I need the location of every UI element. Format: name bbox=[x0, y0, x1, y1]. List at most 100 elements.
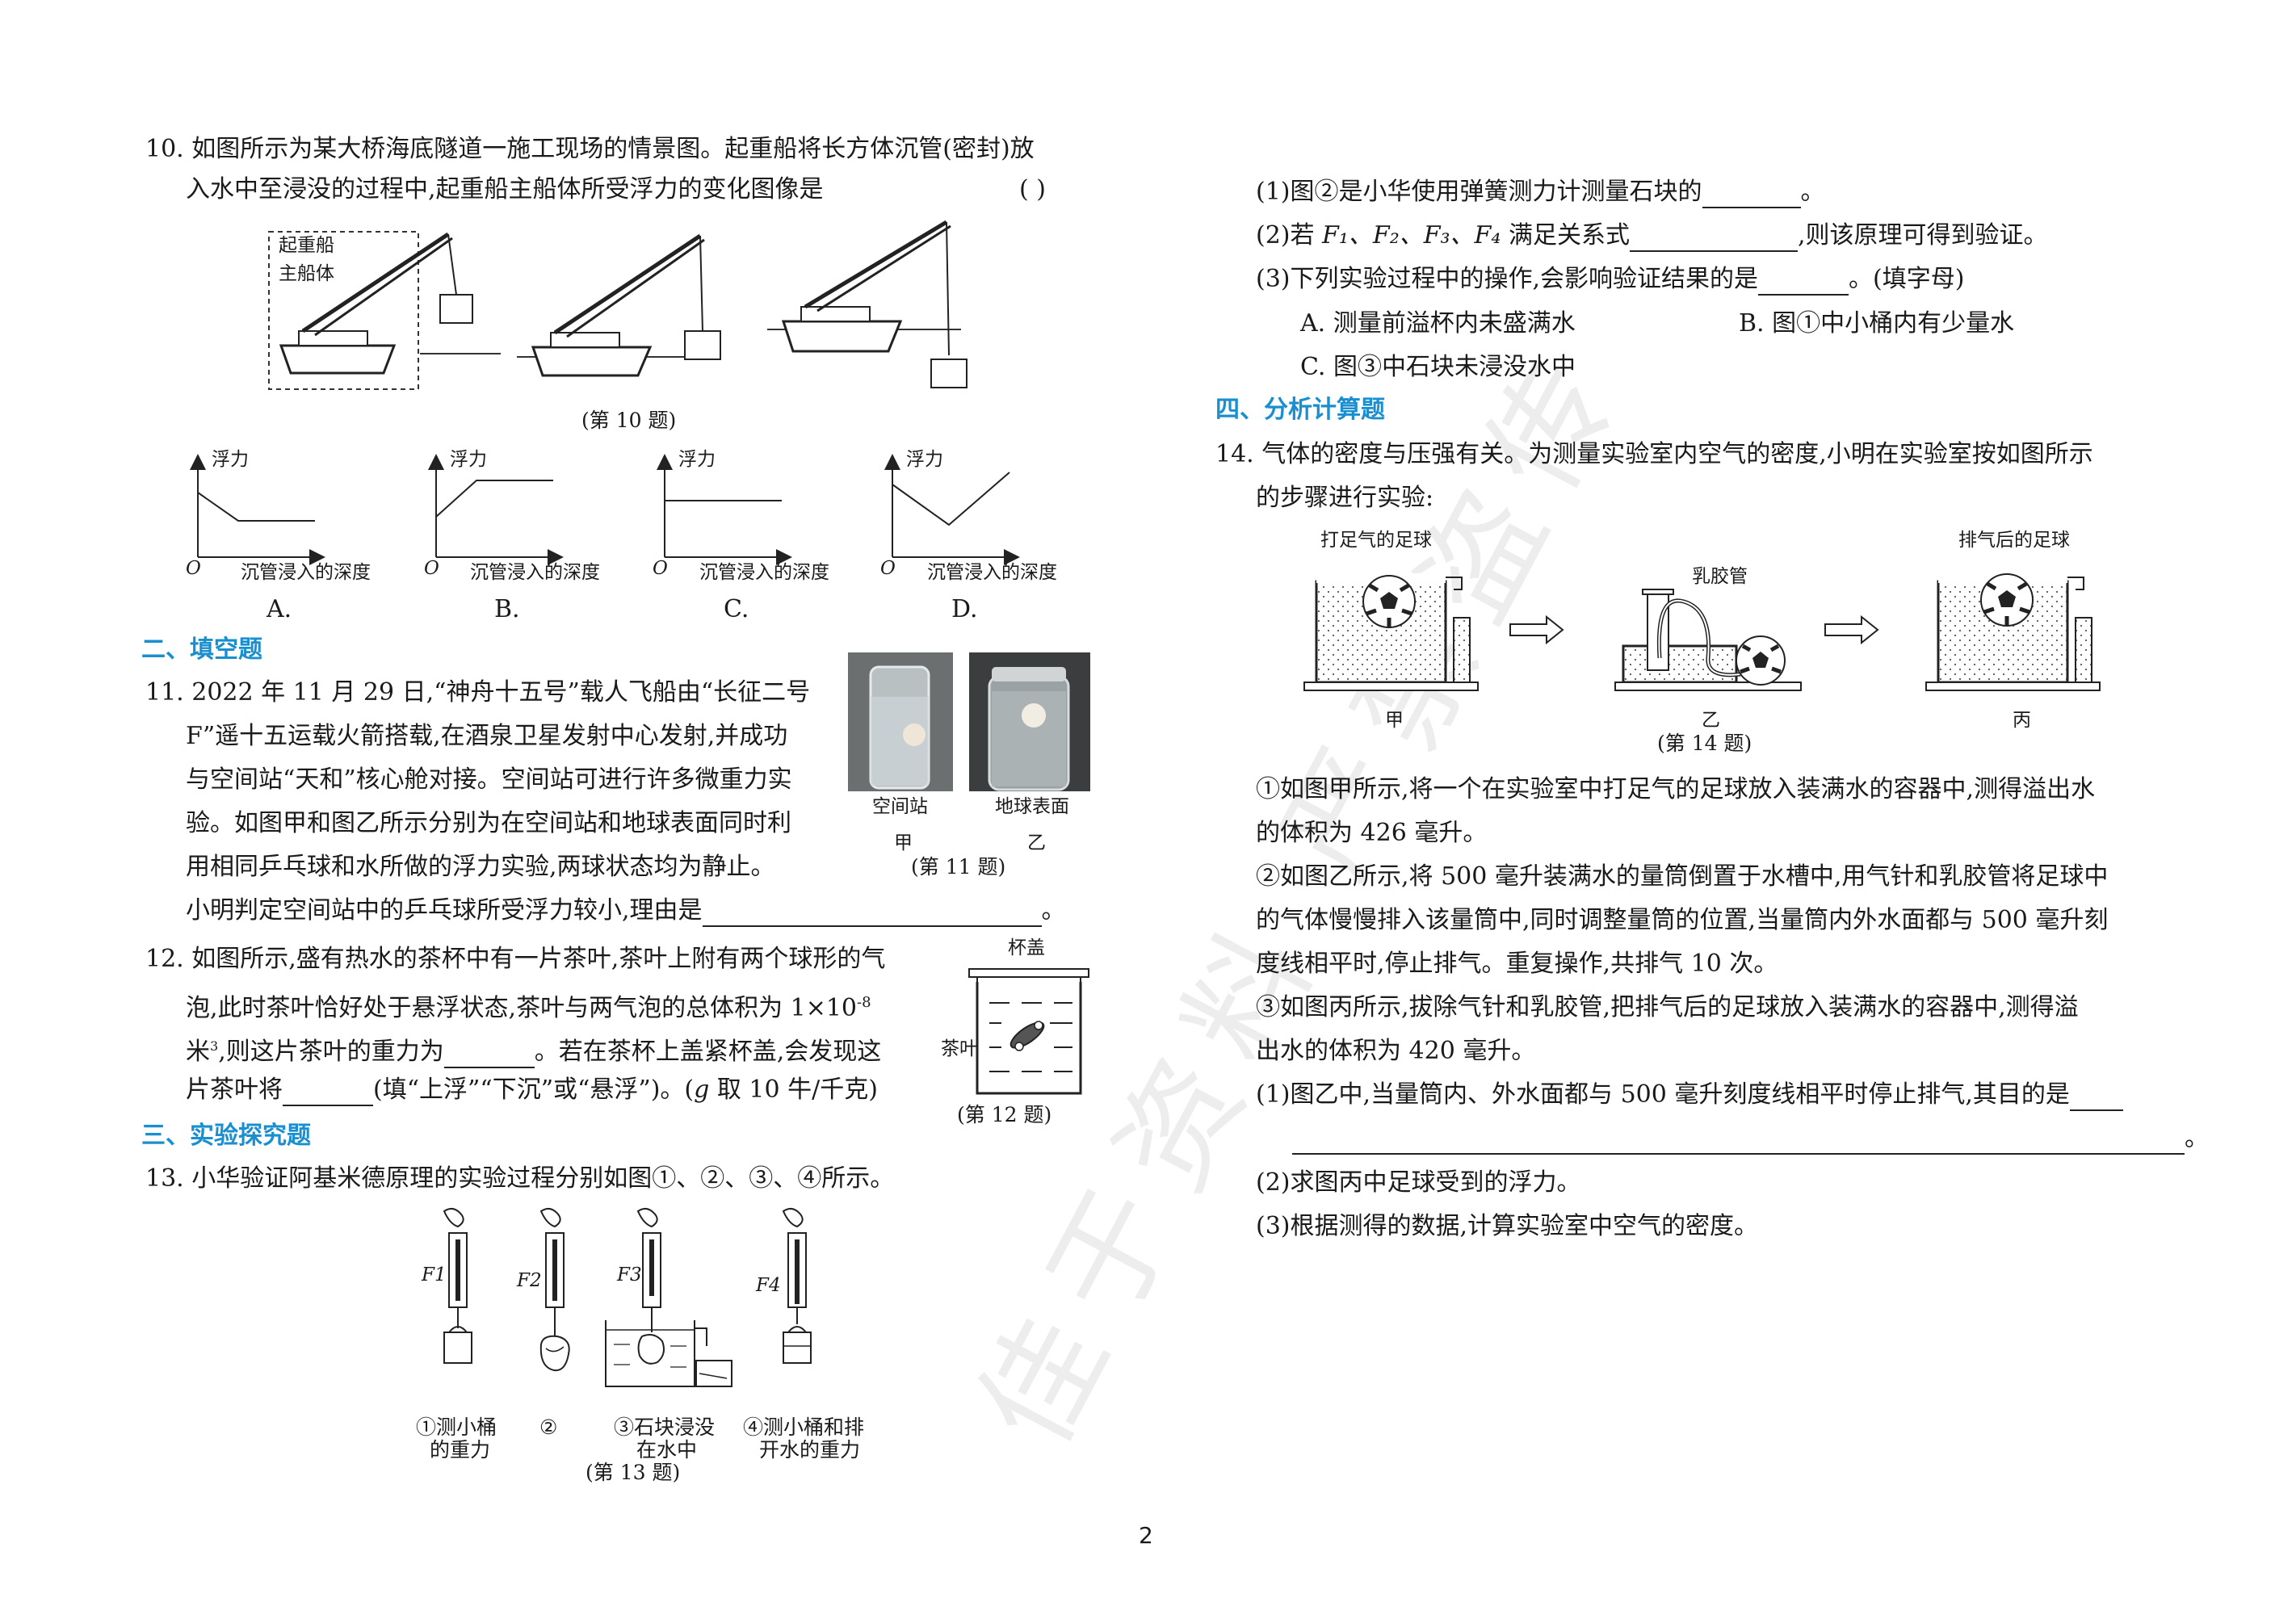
q12-line4-text: 片茶叶将 bbox=[186, 1076, 283, 1104]
step4-line1: ④测小桶和排 bbox=[743, 1415, 865, 1439]
q12-line4: 片茶叶将 (填“上浮”“下沉”或“悬浮”)。(g 取 10 牛/千克) bbox=[186, 1074, 878, 1106]
q13-sub1-end: 。 bbox=[1800, 178, 1825, 206]
step-bing bbox=[1925, 573, 2101, 691]
q13-option-c[interactable]: C. 图③中石块未浸没水中 bbox=[1300, 353, 1576, 381]
q14-sub1-continue: 。 bbox=[1292, 1122, 2209, 1155]
q14-sub1-blank-start[interactable] bbox=[2069, 1085, 2123, 1111]
q12-line4-rest: 取 10 牛/千克) bbox=[709, 1076, 878, 1104]
q13-line1: 13. 小华验证阿基米德原理的实验过程分别如图①、②、③、④所示。 bbox=[145, 1164, 895, 1193]
q14-line2: 的步骤进行实验: bbox=[1256, 484, 1434, 512]
graph-b bbox=[428, 454, 564, 565]
left-column: 10. 如图所示为某大桥海底隧道一施工现场的情景图。起重船将长方体沉管(密封)放… bbox=[141, 135, 1153, 1549]
q11-end-mark: 。 bbox=[1041, 896, 1066, 925]
spring-scale-4 bbox=[782, 1207, 812, 1364]
graph-a-origin: O bbox=[186, 558, 201, 579]
q13-sub3: (3)下列实验过程中的操作,会影响验证结果的是 。(填字母) bbox=[1256, 263, 1964, 296]
graph-c-xlabel: 沉管浸入的深度 bbox=[699, 562, 829, 583]
graph-a-ylabel: 浮力 bbox=[212, 449, 249, 470]
q13-sub1: (1)图②是小华使用弹簧测力计测量石块的 。 bbox=[1256, 176, 1825, 208]
graph-b-xlabel: 沉管浸入的深度 bbox=[470, 562, 600, 583]
graph-b-ylabel: 浮力 bbox=[450, 449, 487, 470]
option-c-label[interactable]: C. bbox=[724, 595, 749, 623]
f2-label: F2 bbox=[517, 1270, 542, 1291]
crane-panel-1 bbox=[279, 232, 501, 375]
q13-sub3-blank[interactable] bbox=[1758, 270, 1849, 296]
spring-scale-3 bbox=[605, 1207, 732, 1387]
sub-label-yi: 乙 bbox=[1702, 710, 1720, 731]
q14-sub2: (2)求图丙中足球受到的浮力。 bbox=[1256, 1168, 1581, 1197]
q14-sub1-blank-line[interactable] bbox=[1292, 1129, 2185, 1155]
q13-sub3-text: (3)下列实验过程中的操作,会影响验证结果的是 bbox=[1256, 265, 1759, 293]
q12-line2-text: 泡,此时茶叶恰好处于悬浮状态,茶叶与两气泡的总体积为 1×10 bbox=[186, 994, 858, 1022]
q11-photos bbox=[848, 652, 1090, 791]
q14-line1: 14. 气体的密度与压强有关。为测量实验室内空气的密度,小明在实验室按如图所示 bbox=[1215, 440, 2093, 468]
graph-d bbox=[884, 454, 1020, 565]
q13-sub2-mid: 满足关系式 bbox=[1501, 221, 1630, 250]
q12-state-blank[interactable] bbox=[283, 1080, 373, 1106]
lid-label: 杯盖 bbox=[1008, 937, 1045, 958]
right-column: (1)图②是小华使用弹簧测力计测量石块的。 (2)若 F₁、F₂、F₃、F₄ 满… bbox=[1179, 0, 2296, 1623]
crane-label-top: 起重船 bbox=[279, 235, 334, 256]
q10-caption: (第 10 题) bbox=[581, 409, 677, 432]
q11-line2: F”遥十五运载火箭搭载,在酒泉卫星发射中心发射,并成功 bbox=[186, 722, 788, 750]
q12-line3-rest: 。若在茶杯上盖紧杯盖,会发现这 bbox=[534, 1038, 882, 1066]
option-b-label[interactable]: B. bbox=[494, 595, 520, 623]
q14-sub1: (1)图乙中,当量筒内、外水面都与 500 毫升刻度线相平时停止排气,其目的是 bbox=[1256, 1079, 2123, 1111]
football-experiment-figure bbox=[1303, 573, 2101, 691]
label-inflated-ball: 打足气的足球 bbox=[1320, 530, 1432, 551]
step-yi bbox=[1614, 589, 1802, 691]
q13-option-a[interactable]: A. 测量前溢杯内未盛满水 bbox=[1300, 309, 1576, 338]
step2-label: ② bbox=[539, 1415, 558, 1439]
q13-sub2-blank[interactable] bbox=[1629, 226, 1798, 252]
q13-option-b[interactable]: B. 图①中小桶内有少量水 bbox=[1739, 309, 2015, 338]
q14-sub1-text: (1)图乙中,当量筒内、外水面都与 500 毫升刻度线相平时停止排气,其目的是 bbox=[1256, 1080, 2070, 1109]
step1-line2: 的重力 bbox=[430, 1438, 491, 1462]
crane-panel-2 bbox=[517, 233, 721, 377]
q11-line5: 用相同乒乓球和水所做的浮力实验,两球状态均为静止。 bbox=[186, 853, 775, 881]
f4-label: F4 bbox=[756, 1275, 781, 1296]
graph-c bbox=[657, 454, 792, 565]
q12-line4-choices: (填“上浮”“下沉”或“悬浮”)。( bbox=[373, 1076, 695, 1104]
option-d-label[interactable]: D. bbox=[951, 595, 978, 623]
q13-caption: (第 13 题) bbox=[586, 1461, 681, 1484]
q11-line6: 小明判定空间站中的乒乓球所受浮力较小,理由是。 bbox=[186, 895, 1066, 927]
q12-gravity-blank[interactable] bbox=[443, 1042, 535, 1068]
graph-a bbox=[190, 454, 325, 565]
q11-line4: 验。如图甲和图乙所示分别为在空间站和地球表面同时利 bbox=[186, 809, 791, 837]
q12-exponent: -8 bbox=[857, 994, 871, 1011]
q14-caption: (第 14 题) bbox=[1657, 732, 1752, 755]
step3-line1: ③石块浸没 bbox=[614, 1415, 716, 1439]
q13-sub3-end: 。(填字母) bbox=[1849, 265, 1965, 293]
q12-unit-text: 米 bbox=[186, 1038, 210, 1066]
f3-label: F3 bbox=[617, 1264, 642, 1285]
option-a-label[interactable]: A. bbox=[267, 595, 292, 623]
q14-sub1-end: 。 bbox=[2185, 1124, 2209, 1152]
q10-answer-paren: ( ) bbox=[1019, 175, 1046, 203]
crane-label-bottom: 主船体 bbox=[279, 263, 334, 284]
leaf-label: 茶叶 bbox=[941, 1038, 978, 1059]
q12-line3: 米3,则这片茶叶的重力为。若在茶杯上盖紧杯盖,会发现这 bbox=[186, 1030, 881, 1068]
q13-sub1-blank[interactable] bbox=[1702, 182, 1801, 208]
q11-caption: (第 11 题) bbox=[911, 855, 1006, 879]
q13-sub2: (2)若 F₁、F₂、F₃、F₄ 满足关系式,则该原理可得到验证。 bbox=[1256, 220, 2048, 252]
q14-step3-line2: 出水的体积为 420 毫升。 bbox=[1256, 1037, 1536, 1065]
q14-step2-line2: 的气体慢慢排入该量筒中,同时调整量筒的位置,当量筒内外水面都与 500 毫升刻 bbox=[1256, 906, 2109, 934]
photo2-sub: 乙 bbox=[1027, 832, 1046, 853]
q11-answer-blank[interactable] bbox=[702, 901, 1042, 927]
q14-step2-line1: ②如图乙所示,将 500 毫升装满水的量筒倒置于水槽中,用气针和乳胶管将足球中 bbox=[1256, 862, 2109, 891]
label-latex-tube: 乳胶管 bbox=[1692, 566, 1748, 587]
sub-label-bing: 丙 bbox=[2013, 710, 2031, 731]
page-number: 2 bbox=[1139, 1522, 1153, 1549]
q14-step1-line1: ①如图甲所示,将一个在实验室中打足气的足球放入装满水的容器中,测得溢出水 bbox=[1256, 775, 2096, 803]
q14-step1-line2: 的体积为 426 毫升。 bbox=[1256, 819, 1488, 847]
step1-line1: ①测小桶 bbox=[416, 1415, 497, 1439]
q12-line2: 泡,此时茶叶恰好处于悬浮状态,茶叶与两气泡的总体积为 1×10-8 bbox=[186, 987, 871, 1025]
q12-caption: (第 12 题) bbox=[957, 1103, 1052, 1126]
photo2-label: 地球表面 bbox=[995, 796, 1069, 817]
section-experiment-title: 三、实验探究题 bbox=[141, 1122, 311, 1150]
graph-d-origin: O bbox=[880, 558, 896, 579]
sub-label-jia: 甲 bbox=[1385, 710, 1404, 731]
q13-sub1-text: (1)图②是小华使用弹簧测力计测量石块的 bbox=[1256, 178, 1702, 206]
q12-g-symbol: g bbox=[694, 1076, 710, 1104]
graph-d-xlabel: 沉管浸入的深度 bbox=[927, 562, 1057, 583]
